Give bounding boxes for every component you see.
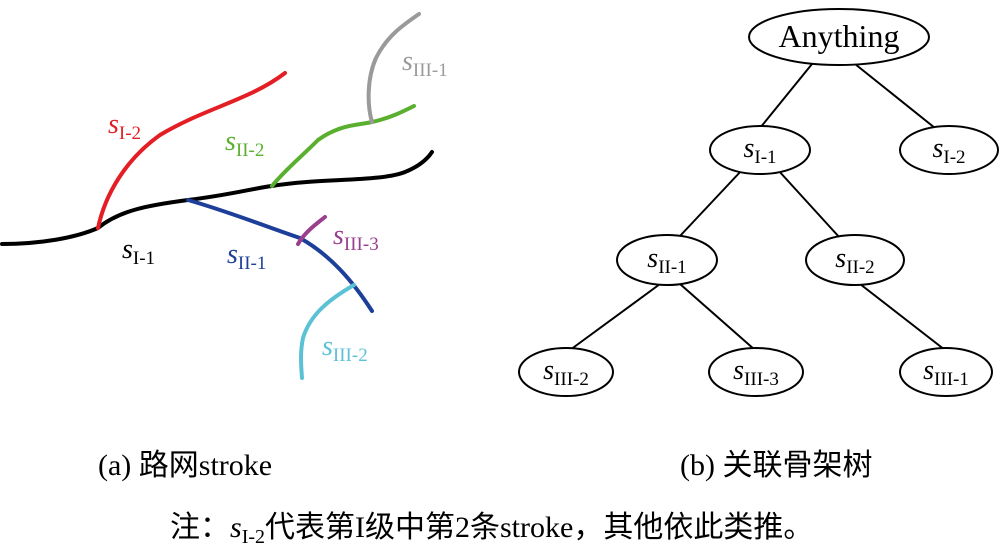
footnote: 注：sI-2代表第I级中第2条stroke，其他依此类推。 [170,502,813,549]
caption-tree: (b) 关联骨架树 [680,449,873,482]
node-III-1-label: sIII-1 [923,355,969,390]
node-III-3 [708,347,804,397]
edge-I-1-II-1 [679,169,743,237]
node-III-2 [518,347,614,397]
stroke-I-1-label: sI-1 [122,234,155,269]
node-I-2 [899,125,999,175]
road-network: sI-1 sI-2 sII-1 sII-2 sIII-1 sIII-2 sIII… [0,12,448,380]
stroke-II-2-path [270,104,416,188]
node-II-2-label: sII-2 [835,243,874,278]
tree-labels: Anything sI-1 sI-2 sII-1 sII-2 sIII-2 sI… [543,18,969,390]
caption-road-network: (a) 路网stroke [98,449,273,482]
edge-II-1-III-3 [679,283,756,351]
stroke-III-3-label: sIII-3 [333,220,379,255]
footnote-lead: 注： [170,511,230,544]
footnote-sub: I-2 [241,526,266,548]
association-tree [518,8,999,397]
stroke-III-1-label: sIII-1 [402,46,448,81]
node-I-1-label: sI-1 [743,133,776,168]
node-root [748,8,930,66]
node-II-2 [805,234,905,286]
node-III-1 [899,347,993,397]
stroke-III-1-path [366,12,421,124]
stroke-III-2-label: sIII-2 [322,331,368,366]
stroke-II-1-label: sII-1 [227,239,266,274]
edge-I-1-II-2 [777,169,841,239]
stroke-I-2-label: sI-2 [108,109,141,144]
stroke-III-3-path [296,215,327,246]
node-I-1 [709,125,811,175]
node-II-1 [616,234,718,286]
node-root-label: Anything [779,18,900,54]
stroke-II-2-label: sII-2 [225,126,264,161]
stroke-III-2-path [299,283,356,380]
edge-II-1-III-2 [569,283,661,351]
stroke-II-1-path [186,198,374,313]
node-III-2-label: sIII-2 [543,355,589,390]
edge-II-2-III-1 [859,283,946,351]
edge-root-I-1 [759,63,813,129]
stroke-I-2-path [96,71,287,230]
edge-root-I-2 [854,63,936,129]
node-III-3-label: sIII-3 [733,355,779,390]
node-II-1-label: sII-1 [647,243,686,278]
footnote-prefix: s [230,511,242,544]
stroke-I-1-path [0,150,434,246]
node-I-2-label: sI-2 [932,133,965,168]
footnote-text: 代表第I级中第2条stroke，其他依此类推。 [265,511,814,544]
